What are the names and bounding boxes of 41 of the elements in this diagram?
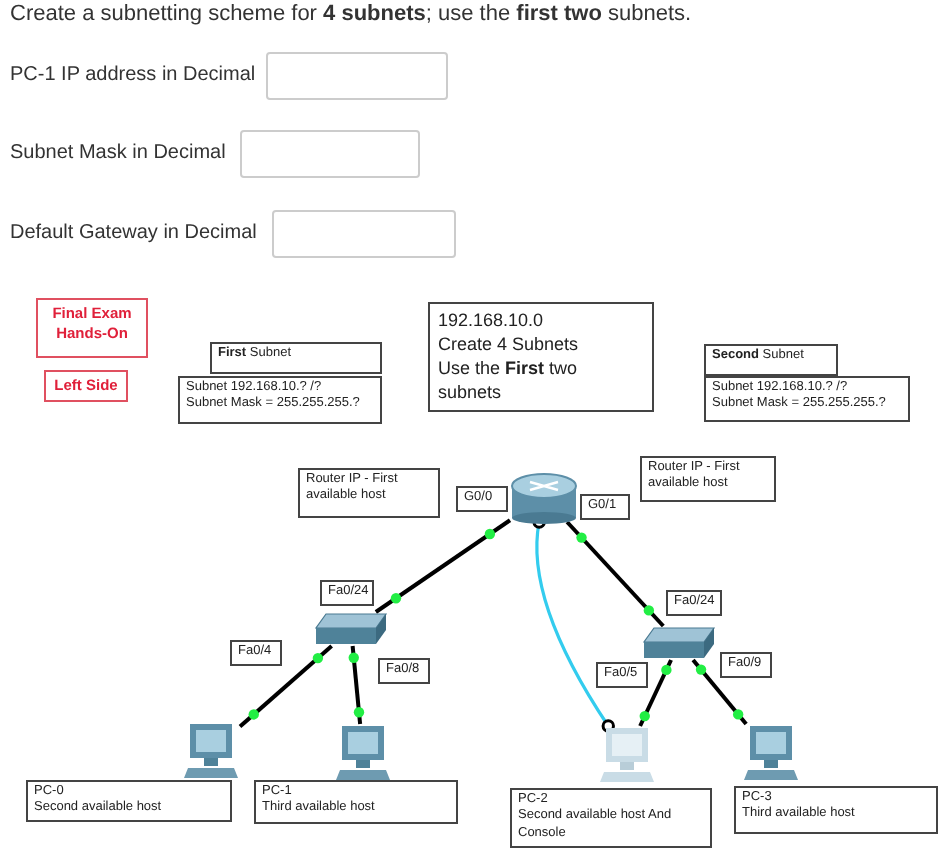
network-cable <box>238 644 333 729</box>
note-box <box>298 468 440 518</box>
field-label: Subnet Mask in Decimal <box>10 142 226 164</box>
computer-icon <box>182 722 240 782</box>
note-box <box>428 302 654 412</box>
network-cable <box>350 645 363 725</box>
port-label <box>320 580 374 606</box>
port-label <box>580 494 630 520</box>
port-label <box>230 640 282 666</box>
port-label <box>378 658 430 684</box>
note-text: 192.168.10.0 <box>438 308 546 333</box>
note-box <box>254 780 458 824</box>
note-box <box>704 376 910 422</box>
note-box <box>704 344 838 376</box>
port-label <box>596 662 648 688</box>
note-box <box>510 788 712 848</box>
tag-box <box>44 370 128 402</box>
computer-icon <box>742 724 800 784</box>
switch-icon <box>642 626 716 660</box>
note-text: Use the First two subnets <box>438 356 580 406</box>
note-box <box>640 456 776 502</box>
field-label: PC-1 IP address in Decimal <box>10 64 256 86</box>
field-label: Default Gateway in Decimal <box>10 222 257 244</box>
note-box <box>26 780 232 822</box>
router-icon <box>510 472 578 522</box>
note-box <box>178 376 382 424</box>
port-label <box>456 486 508 512</box>
port-label <box>720 652 772 678</box>
computer-icon <box>598 726 656 782</box>
note-box <box>734 786 938 834</box>
network-cable <box>374 518 512 614</box>
network-cable <box>565 520 665 628</box>
network-cable <box>691 658 748 726</box>
tag-box <box>36 298 148 358</box>
computer-icon <box>334 724 392 784</box>
network-cable <box>638 659 673 727</box>
switch-icon <box>314 612 388 646</box>
port-label <box>666 590 722 616</box>
note-box <box>210 342 382 374</box>
note-text: Create 4 Subnets <box>438 332 581 357</box>
instruction-text: Create a subnetting scheme for 4 subnets; use the first two subnets. <box>10 2 692 26</box>
